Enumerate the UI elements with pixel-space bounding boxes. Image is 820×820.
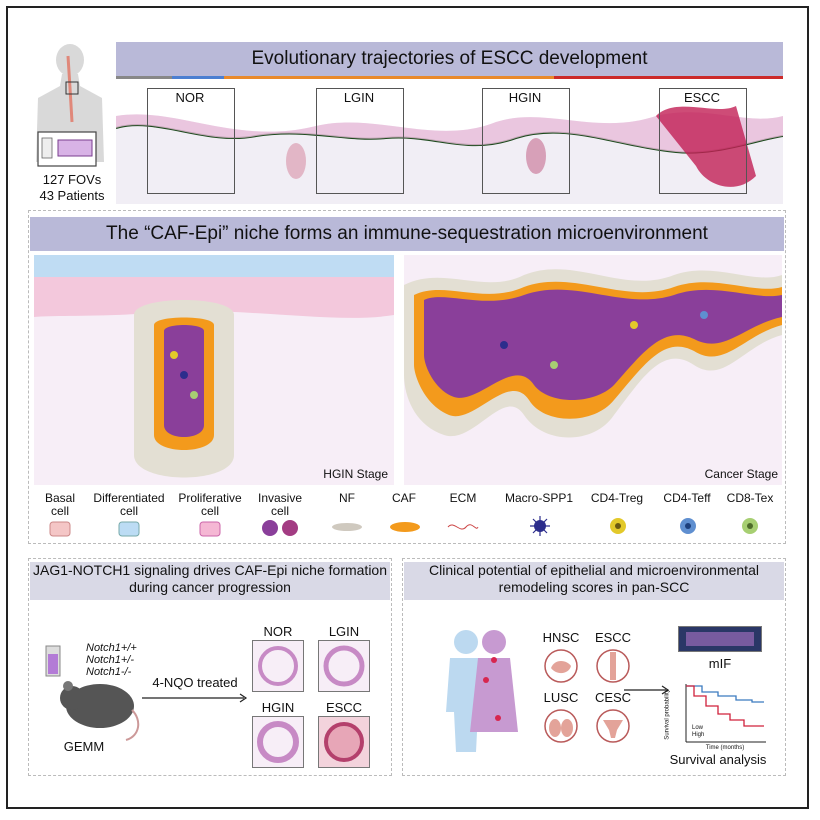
genotype-het: Notch1+/- bbox=[86, 654, 134, 666]
nf-icon bbox=[332, 523, 362, 531]
notch-panel bbox=[28, 558, 392, 776]
clinical-panel bbox=[402, 558, 786, 776]
patients-label: 43 Patients bbox=[39, 188, 105, 203]
macro-spp1-icon bbox=[530, 516, 550, 536]
hgin-stage-label: HGIN Stage bbox=[323, 467, 388, 481]
clinical-arrow bbox=[624, 685, 670, 695]
histo-escc bbox=[318, 716, 370, 768]
ecm-icon bbox=[447, 524, 479, 530]
stage-box-lgin bbox=[316, 88, 404, 194]
cancer-label-cesc: CESC bbox=[594, 690, 632, 705]
cancer-label-escc: ESCC bbox=[594, 630, 632, 645]
mif-slide bbox=[678, 626, 762, 652]
mif-label: mIF bbox=[708, 656, 732, 671]
survival-plot bbox=[685, 684, 766, 743]
niche-title: The “CAF-Epi” niche forms an immune-sequ… bbox=[30, 217, 784, 251]
stage-box-escc bbox=[659, 88, 747, 194]
trajectory-title: Evolutionary trajectories of ESCC develo… bbox=[116, 42, 783, 76]
cd4-teff-icon bbox=[680, 518, 696, 534]
cancer-label-lusc: LUSC bbox=[543, 690, 579, 705]
cell-legend: Basal cell Differentiated cell Prolifera… bbox=[34, 492, 782, 542]
human-bodies-icon bbox=[446, 630, 518, 752]
basal-cell-icon bbox=[49, 521, 71, 537]
stage-box-nor bbox=[147, 88, 235, 194]
histo-nor bbox=[252, 640, 304, 692]
cd8-tex-icon bbox=[742, 518, 758, 534]
mouse-icon bbox=[45, 645, 140, 741]
survival-curve-low bbox=[686, 685, 764, 703]
esophagus-icon bbox=[596, 649, 630, 683]
differentiated-cell-icon bbox=[118, 521, 140, 537]
cd4-treg-icon bbox=[610, 518, 626, 534]
hgin-illustration bbox=[34, 255, 394, 485]
tissue-strip bbox=[116, 76, 783, 204]
gemm-label: GEMM bbox=[63, 739, 105, 754]
survival-legend-low: Low bbox=[692, 725, 704, 731]
stage-label-nor: NOR bbox=[175, 90, 205, 105]
stage-label-hgin: HGIN bbox=[508, 90, 542, 105]
niche-panel bbox=[28, 210, 786, 544]
histo-hgin bbox=[252, 716, 304, 768]
histo-label-nor: NOR bbox=[263, 624, 293, 639]
treatment-label: 4-NQO treated bbox=[152, 675, 238, 690]
uterus-icon bbox=[596, 709, 630, 743]
survival-curve-high bbox=[686, 685, 764, 727]
clinical-title: Clinical potential of epithelial and mic… bbox=[404, 562, 784, 600]
invasive-cell-icon bbox=[262, 520, 298, 536]
lung-icon bbox=[544, 709, 578, 743]
cancer-label-hnsc: HNSC bbox=[542, 630, 580, 645]
fovs-label: 127 FOVs bbox=[42, 172, 102, 187]
histo-label-escc: ESCC bbox=[325, 700, 363, 715]
notch-title: JAG1-NOTCH1 signaling drives CAF-Epi nic… bbox=[30, 562, 390, 600]
stage-label-lgin: LGIN bbox=[343, 90, 375, 105]
head-neck-icon bbox=[544, 649, 578, 683]
survival-legend-high: High bbox=[692, 732, 705, 738]
cancer-illustration bbox=[404, 255, 782, 485]
histo-label-hgin: HGIN bbox=[261, 700, 295, 715]
treatment-arrow bbox=[142, 693, 248, 703]
slide-icon bbox=[37, 131, 97, 167]
survival-xlabel: Time (months) bbox=[705, 745, 745, 751]
caf-icon bbox=[390, 522, 420, 532]
stage-box-hgin bbox=[482, 88, 570, 194]
histo-lgin bbox=[318, 640, 370, 692]
stage-label-escc: ESCC bbox=[683, 90, 721, 105]
genotype-ko: Notch1-/- bbox=[86, 666, 132, 678]
histo-label-lgin: LGIN bbox=[328, 624, 360, 639]
survival-ylabel: Survival probability bbox=[664, 689, 671, 740]
genotype-wt: Notch1+/+ bbox=[86, 642, 137, 654]
figure-frame bbox=[6, 6, 809, 809]
proliferative-cell-icon bbox=[199, 521, 221, 537]
cancer-stage-label: Cancer Stage bbox=[704, 467, 778, 481]
survival-label: Survival analysis bbox=[669, 752, 767, 767]
